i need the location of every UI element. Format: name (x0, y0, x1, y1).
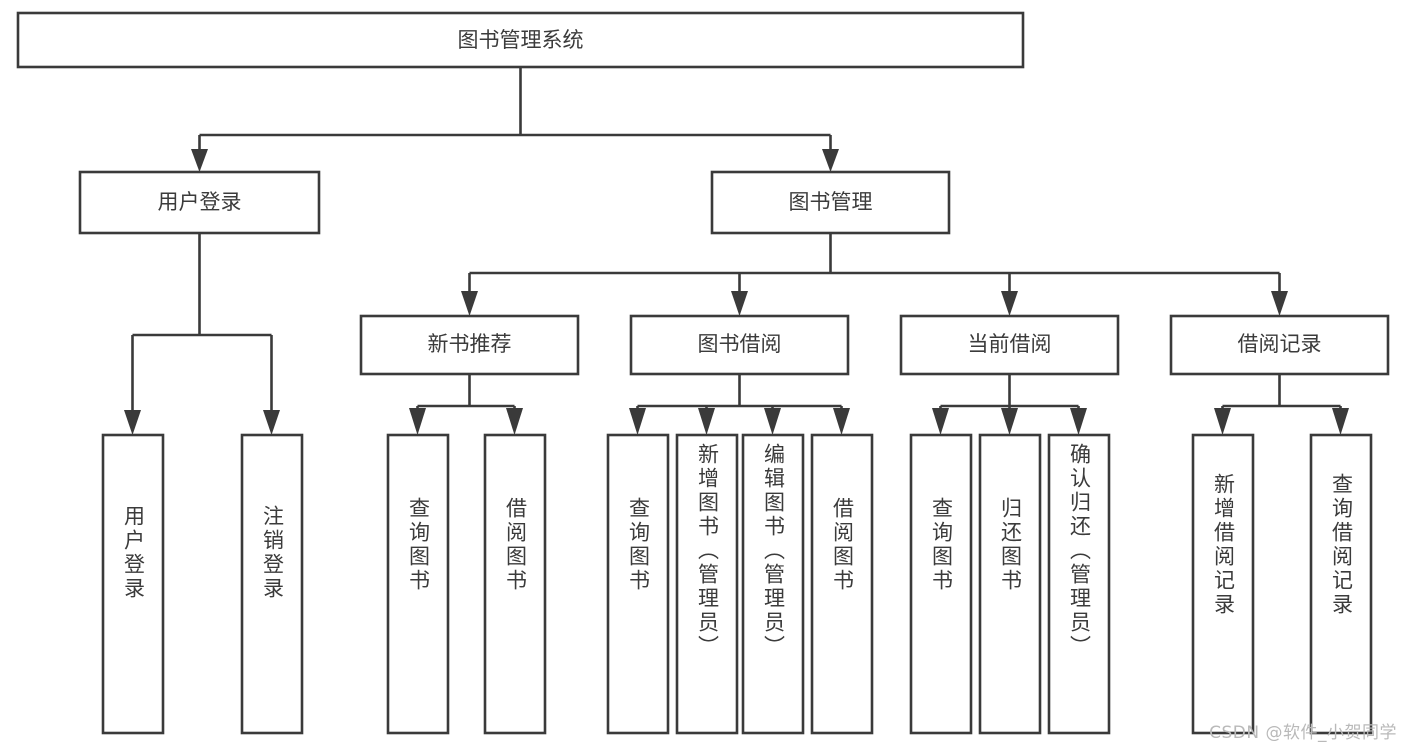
node-book-borrow-label: 图书借阅 (698, 332, 782, 356)
node-leaf-user-login-login[interactable] (101, 433, 165, 735)
arrow-head-leaf-book-borrow-4 (833, 408, 850, 435)
node-leaf-current-borrow-return[interactable] (978, 433, 1042, 735)
arrow-head-leaf-user-login-2 (263, 410, 280, 435)
node-borrow-record[interactable] (1169, 314, 1390, 376)
node-book-management-label: 图书管理 (789, 190, 873, 214)
node-leaf-current-borrow-query[interactable] (909, 433, 973, 735)
node-leaf-book-borrow-borrow[interactable] (810, 433, 874, 735)
arrow-head-leaf-borrow-record-2 (1332, 408, 1349, 435)
node-leaf-book-borrow-query[interactable] (606, 433, 670, 735)
node-leaf-new-book-query[interactable] (386, 433, 450, 735)
arrow-head-leaf-book-borrow-1 (629, 408, 646, 435)
node-new-book-recommend-label: 新书推荐 (428, 332, 512, 356)
arrow-head-leaf-borrow-record-1 (1214, 408, 1231, 435)
node-leaf-new-book-borrow[interactable] (483, 433, 547, 735)
arrow-head-leaf-book-borrow-2 (698, 408, 715, 435)
node-current-borrow-label: 当前借阅 (968, 332, 1052, 356)
node-book-borrow[interactable] (629, 314, 850, 376)
node-new-book-recommend[interactable] (359, 314, 580, 376)
arrow-head-leaf-new-book-1 (409, 408, 426, 435)
node-leaf-borrow-record-add[interactable] (1191, 433, 1255, 735)
arrow-head-book-manage (822, 149, 839, 172)
arrow-head-leaf-current-borrow-3 (1070, 408, 1087, 435)
arrow-head-borrow-record (1271, 291, 1288, 316)
arrow-head-new-book (461, 291, 478, 316)
node-root-label: 图书管理系统 (458, 28, 584, 52)
node-leaf-book-borrow-add[interactable] (675, 433, 739, 735)
node-leaf-user-login-logout[interactable] (240, 433, 304, 735)
node-leaf-current-borrow-confirm[interactable] (1047, 433, 1111, 735)
node-leaf-book-borrow-edit[interactable] (741, 433, 805, 735)
node-root-book-management-system[interactable] (16, 11, 1025, 69)
node-borrow-record-label: 借阅记录 (1238, 332, 1322, 356)
arrow-head-leaf-current-borrow-1 (932, 408, 949, 435)
arrow-head-leaf-user-login-1 (124, 410, 141, 435)
node-current-borrow[interactable] (899, 314, 1120, 376)
node-book-management[interactable] (710, 170, 951, 235)
arrow-head-leaf-new-book-2 (506, 408, 523, 435)
node-layer: 图书管理系统 用户登录 图书管理 新书推荐 图书借阅 当前借阅 借阅记录 (16, 11, 1390, 735)
arrow-head-book-borrow (731, 291, 748, 316)
node-leaf-borrow-record-query[interactable] (1309, 433, 1373, 735)
csdn-watermark: CSDN @软件_小贺同学 (1209, 723, 1397, 743)
arrow-head-leaf-current-borrow-2 (1001, 408, 1018, 435)
arrow-head-user-login (191, 149, 208, 172)
node-user-login[interactable] (78, 170, 321, 235)
connector-layer (124, 67, 1349, 435)
arrow-head-leaf-book-borrow-3 (764, 408, 781, 435)
node-user-login-label: 用户登录 (158, 190, 242, 214)
arrow-head-current-borrow (1001, 291, 1018, 316)
